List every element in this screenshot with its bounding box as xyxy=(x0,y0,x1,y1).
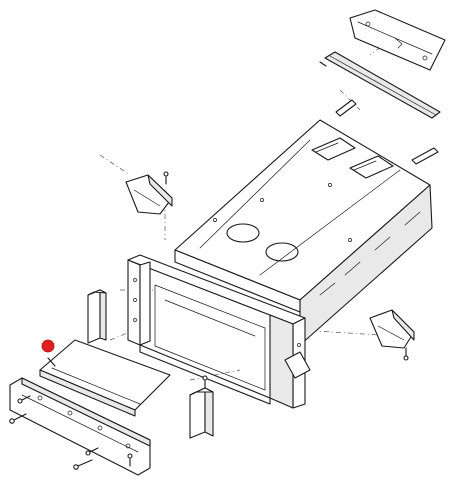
right-seat-bracket xyxy=(369,309,415,361)
front-kick-plate xyxy=(9,377,151,476)
front-cross-member xyxy=(127,254,311,409)
fasteners xyxy=(9,375,208,470)
top-cover-plate xyxy=(349,9,446,71)
floor-panel xyxy=(39,339,171,417)
angled-trim-strip xyxy=(319,51,441,119)
main-floor-frame xyxy=(174,119,433,346)
red-dot-callout-icon[interactable] xyxy=(41,339,55,353)
left-seat-bracket xyxy=(125,171,173,215)
retaining-clips xyxy=(335,99,439,165)
left-upright-post xyxy=(87,289,107,344)
right-upright-post xyxy=(189,387,214,439)
